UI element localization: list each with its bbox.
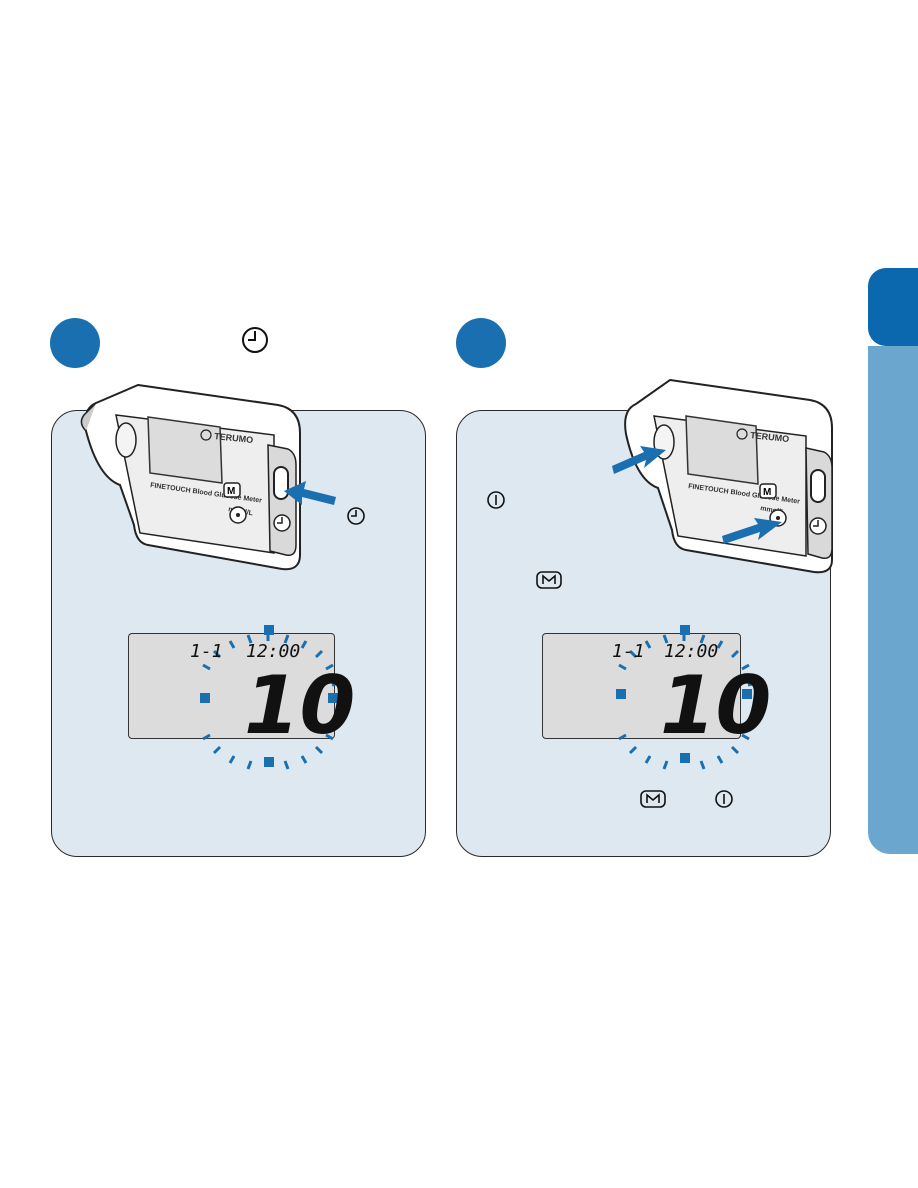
power-icon (487, 491, 505, 509)
lcd-value: 10 (660, 659, 771, 752)
lcd-time: 12:00 (664, 641, 718, 662)
lcd-date: 1-1 (612, 641, 645, 662)
lcd-readout: 1-1 12:00 10 (190, 625, 355, 770)
press-arrow (612, 446, 666, 474)
glucose-meter-illustration: TERUMO FINETOUCH Blood Glucose Meter mmo… (80, 383, 301, 571)
lcd-readout: 1-1 12:00 10 (612, 625, 771, 770)
step-2-marker (456, 318, 506, 368)
clock-icon (347, 507, 365, 525)
unit-label: mmol/L (760, 505, 786, 516)
press-arrow (722, 518, 782, 544)
brand-label: TERUMO (750, 430, 790, 444)
clock-icon (242, 327, 268, 353)
lcd-date: 1-1 (190, 641, 223, 662)
step-1-marker (50, 318, 100, 368)
m-button-icon (640, 790, 666, 808)
m-button-icon (536, 571, 562, 589)
m-button-label[interactable]: M (227, 486, 235, 497)
m-button-label[interactable]: M (763, 487, 771, 498)
blink-rays (618, 633, 757, 770)
sidebar-tab-active[interactable] (868, 268, 918, 346)
lcd-display (542, 633, 741, 739)
power-icon (715, 790, 733, 808)
lcd-display (128, 633, 335, 739)
lcd-value: 10 (244, 659, 355, 752)
sidebar-tab-section[interactable] (868, 346, 918, 854)
brand-label: TERUMO (214, 431, 254, 445)
blink-rays (202, 633, 341, 770)
press-arrow (284, 481, 336, 505)
lcd-time: 12:00 (246, 641, 300, 662)
